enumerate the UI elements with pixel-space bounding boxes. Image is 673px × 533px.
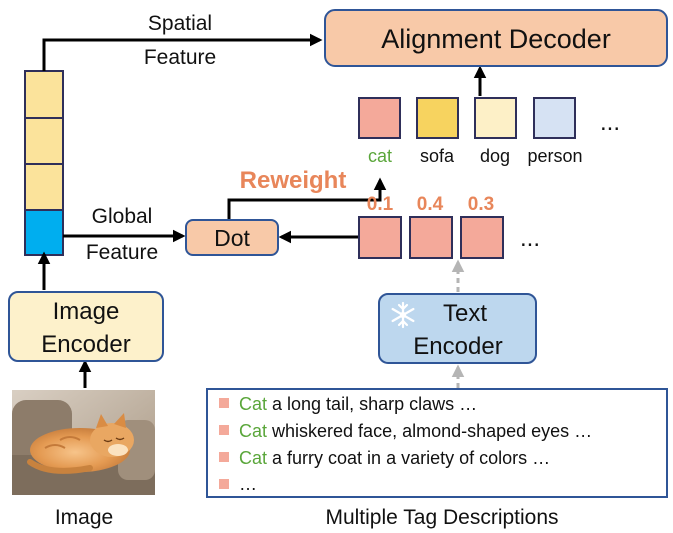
tag-row: cat sofa dog person ... [358, 97, 620, 166]
weights-ellipsis: ... [520, 225, 540, 252]
weight-square [409, 216, 453, 259]
description-line: … [239, 474, 257, 494]
description-line: Cat a long tail, sharp claws … [239, 394, 477, 414]
spatial-feature-cell [24, 70, 64, 119]
description-text: a long tail, sharp claws … [267, 394, 477, 414]
weight-square [460, 216, 504, 259]
description-text: … [239, 474, 257, 494]
image-encoder-label: Encoder [41, 331, 130, 358]
tag-item: sofa [416, 97, 459, 166]
image-caption: Image [55, 506, 113, 529]
tag-label: person [527, 146, 582, 166]
reweight-label: Reweight [240, 167, 347, 194]
tag-square [474, 97, 517, 139]
tags-ellipsis: ... [600, 109, 620, 136]
arrows [37, 33, 487, 388]
description-text: a furry coat in a variety of colors … [267, 448, 550, 468]
tag-label: dog [480, 146, 510, 166]
spatial-feature-cell [24, 117, 64, 165]
weight-value: 0.3 [468, 194, 494, 215]
feature-column [24, 70, 64, 256]
weight-square [358, 216, 402, 259]
descriptions-box: Cat a long tail, sharp claws … Cat whisk… [206, 388, 668, 498]
text-encoder-label: Encoder [413, 333, 502, 360]
tag-item: person [527, 97, 583, 166]
weight-value: 0.4 [417, 194, 444, 215]
description-line: Cat whiskered face, almond-shaped eyes … [239, 421, 592, 441]
global-feature-cell [24, 209, 64, 256]
descriptions-caption: Multiple Tag Descriptions [325, 506, 558, 529]
global-feature-label: Global [92, 205, 153, 228]
tag-item: dog [474, 97, 517, 166]
alignment-decoder: Alignment Decoder [324, 9, 668, 67]
spatial-feature-label: Spatial [148, 12, 212, 35]
tag-label: sofa [420, 146, 455, 166]
reweight-arrow [227, 177, 387, 220]
tag-square [358, 97, 401, 139]
description-text: whiskered face, almond-shaped eyes … [267, 421, 592, 441]
description-bullet [219, 398, 229, 408]
spatial-feature-cell [24, 163, 64, 211]
text-encoder-label: Text [443, 300, 487, 327]
description-bullet [219, 452, 229, 462]
alignment-decoder-label: Alignment Decoder [381, 24, 611, 54]
global-feature-label: Feature [86, 241, 158, 264]
description-bullet [219, 479, 229, 489]
description-tag: Cat [239, 394, 267, 414]
cat-photo [12, 390, 155, 495]
weight-row: 0.1 0.4 0.3 ... [358, 194, 540, 259]
dot-box: Dot [185, 219, 279, 256]
tag-square [533, 97, 576, 139]
snowflake-icon [391, 301, 415, 329]
tag-label: cat [368, 146, 392, 166]
description-line: Cat a furry coat in a variety of colors … [239, 448, 550, 468]
weight-value: 0.1 [367, 194, 394, 215]
dot-label: Dot [214, 225, 250, 251]
spatial-feature-label: Feature [144, 46, 216, 69]
description-tag: Cat [239, 448, 267, 468]
description-tag: Cat [239, 421, 267, 441]
image-encoder-label: Image [53, 298, 120, 325]
description-bullet [219, 425, 229, 435]
text-encoder: Text Encoder [378, 293, 537, 364]
image-encoder: Image Encoder [8, 291, 164, 362]
tag-item: cat [358, 97, 401, 166]
spatial-feature-arrow [42, 33, 323, 71]
tag-square [416, 97, 459, 139]
